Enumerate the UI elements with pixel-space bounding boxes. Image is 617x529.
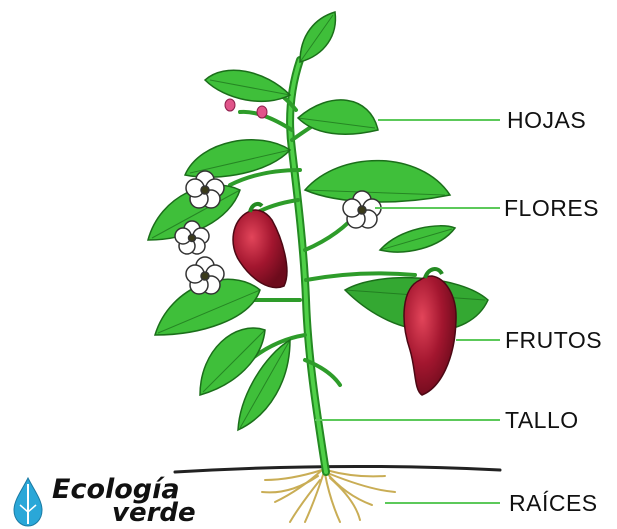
label-tallo: TALLO [505,409,579,432]
label-hojas: HOJAS [507,109,586,132]
leaf-big-right [305,161,450,202]
roots [262,470,395,522]
leaf-upper-left [205,70,290,101]
logo-text-line2: verde [112,500,196,526]
ecologia-verde-logo: Ecología verde [8,470,228,528]
label-flores: FLORES [504,197,599,220]
label-raices: RAÍCES [509,492,598,515]
fruit-left [233,210,287,287]
fruit-right [404,276,456,395]
label-frutos: FRUTOS [505,329,602,352]
